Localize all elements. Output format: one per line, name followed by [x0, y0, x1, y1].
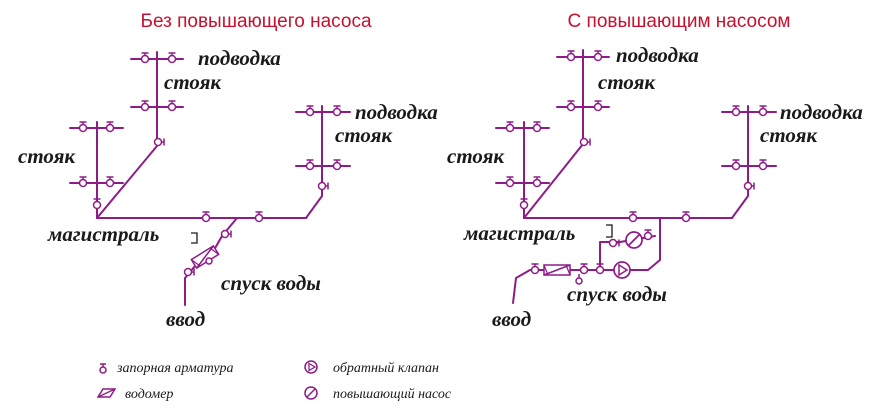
valve-icon	[530, 263, 540, 275]
legend-check-valve-icon	[304, 360, 318, 374]
valve-icon	[595, 263, 605, 275]
valve-icon	[579, 137, 591, 147]
right-label-riser-left: стояк	[447, 144, 505, 168]
valve-icon	[332, 159, 342, 171]
legend-valve-icon	[99, 363, 107, 374]
valve-icon	[505, 176, 515, 188]
legend-check-valve-label: обратный клапан	[333, 361, 439, 376]
valve-icon	[153, 137, 165, 147]
drain-valve-icon	[205, 257, 213, 265]
valve-icon	[566, 50, 576, 62]
valve-icon	[78, 121, 88, 133]
valve-icon	[643, 229, 653, 241]
left-label-supply-top: подводка	[198, 46, 281, 70]
right-label-riser-top: стояк	[598, 70, 656, 94]
valve-icon	[78, 176, 88, 188]
water-meter-icon	[543, 264, 571, 276]
right-label-supply-right: подводка	[780, 100, 863, 124]
valve-icon	[628, 211, 638, 223]
legend: запорная арматура обратный клапан водоме…	[96, 360, 452, 402]
valve-icon	[105, 121, 115, 133]
valve-icon	[167, 100, 177, 112]
right-label-riser-right: стояк	[760, 123, 818, 147]
valve-icon	[532, 121, 542, 133]
valve-icon	[332, 105, 342, 117]
left-label-riser-top: стояк	[164, 70, 222, 94]
booster-pump-icon	[625, 231, 643, 249]
legend-meter-label: водомер	[125, 387, 173, 402]
valve-icon	[254, 211, 264, 223]
legend-valve-label: запорная арматура	[116, 361, 233, 376]
right-label-drain: спуск воды	[567, 282, 667, 306]
valve-icon	[731, 159, 741, 171]
valve-icon	[167, 52, 177, 64]
right-label-main: магистраль	[463, 221, 575, 245]
valve-icon	[608, 238, 620, 248]
left-scheme: подводка стояк стояк подводка стояк маги…	[18, 46, 438, 331]
valve-icon	[317, 181, 329, 191]
valve-icon	[743, 181, 755, 191]
valve-icon	[92, 198, 102, 210]
check-valve-icon	[613, 261, 631, 279]
valve-icon	[579, 263, 589, 275]
valve-icon	[305, 159, 315, 171]
valve-icon	[519, 198, 529, 210]
valve-icon	[731, 105, 741, 117]
left-label-supply-right: подводка	[355, 100, 438, 124]
right-label-supply-top: подводка	[616, 43, 699, 67]
valve-icon	[305, 105, 315, 117]
left-diagram-title: Без повышающего насоса	[140, 11, 371, 32]
valve-icon	[566, 100, 576, 112]
valve-icon	[505, 121, 515, 133]
valve-icon	[201, 211, 211, 223]
valve-icon	[681, 211, 691, 223]
valve-icon	[140, 52, 150, 64]
left-main-pointer	[191, 232, 198, 244]
valve-icon	[105, 176, 115, 188]
left-label-inlet: ввод	[166, 307, 205, 331]
valve-icon	[140, 100, 150, 112]
right-label-inlet: ввод	[492, 307, 531, 331]
legend-pump-label: повышающий насос	[333, 387, 452, 402]
valve-icon	[593, 100, 603, 112]
right-diagram-title: С повышающим насосом	[568, 11, 791, 32]
left-label-riser-left: стояк	[18, 144, 76, 168]
left-label-main: магистраль	[47, 222, 159, 246]
right-riser-center	[523, 49, 610, 219]
legend-pump-icon	[304, 386, 318, 400]
water-meter-icon	[190, 245, 220, 269]
right-scheme: подводка стояк стояк подводка стояк маги…	[447, 43, 863, 331]
valve-icon	[220, 229, 232, 239]
left-label-riser-right: стояк	[335, 123, 393, 147]
left-riser-center	[96, 51, 184, 219]
valve-icon	[532, 176, 542, 188]
valve-icon	[758, 105, 768, 117]
valve-icon	[758, 159, 768, 171]
legend-meter-icon	[96, 388, 117, 398]
right-main-pointer	[606, 224, 613, 238]
left-label-drain: спуск воды	[221, 271, 321, 295]
valve-icon	[593, 50, 603, 62]
